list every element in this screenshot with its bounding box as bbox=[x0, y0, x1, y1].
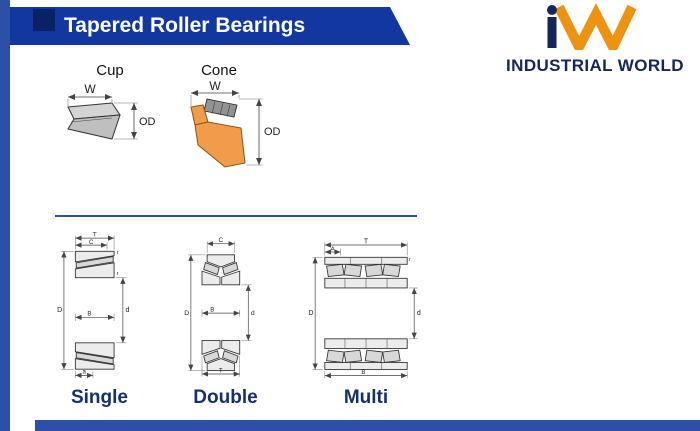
page-title: Tapered Roller Bearings bbox=[64, 14, 306, 37]
left-accent-strip bbox=[0, 0, 10, 431]
dim-r2: r bbox=[116, 271, 118, 277]
dim-B: B bbox=[361, 369, 365, 376]
cone-label: Cone bbox=[201, 62, 237, 79]
dim-d: d bbox=[125, 307, 129, 314]
cup-width-label: W bbox=[84, 82, 96, 96]
single-figure: T C D d B a r r Single bbox=[52, 230, 147, 409]
dim-D: D bbox=[184, 310, 189, 317]
banner-accent-square bbox=[33, 9, 55, 31]
company-logo: INDUSTRIAL WORLD bbox=[490, 2, 700, 76]
cup-front-face bbox=[67, 114, 121, 140]
cone-od-label: OD bbox=[264, 126, 281, 138]
cup-figure: Cup W OD bbox=[60, 62, 160, 178]
cup-diagram: W OD bbox=[67, 82, 156, 140]
dim-C: C bbox=[218, 237, 223, 244]
brand-name: INDUSTRIAL WORLD bbox=[506, 56, 684, 75]
type-label-multi: Multi bbox=[343, 387, 389, 408]
dim-r: r bbox=[409, 257, 411, 263]
bottom-accent-bar bbox=[35, 420, 700, 431]
dim-A: A bbox=[331, 246, 335, 252]
dim-D: D bbox=[57, 307, 62, 314]
cone-body bbox=[194, 121, 246, 168]
double-bearing-drawing: C D d B T bbox=[184, 237, 254, 377]
cup-label: Cup bbox=[96, 62, 124, 79]
multi-figure: T A D d B bbox=[306, 238, 426, 409]
dim-d: d bbox=[250, 310, 254, 317]
type-label-double: Double bbox=[193, 387, 258, 408]
double-figure: C D d B T Double bbox=[178, 236, 273, 409]
iw-logo-icon bbox=[547, 3, 637, 59]
type-label-single: Single bbox=[70, 387, 128, 408]
dim-B: B bbox=[87, 311, 91, 318]
dim-T: T bbox=[92, 231, 96, 238]
dim-a: a bbox=[82, 369, 86, 376]
dim-D: D bbox=[309, 310, 313, 317]
dim-C: C bbox=[88, 239, 93, 246]
dim-T: T bbox=[364, 238, 369, 245]
dim-T: T bbox=[219, 368, 223, 374]
section-divider bbox=[55, 215, 417, 217]
single-bearing-drawing: T C D d B a r r bbox=[57, 231, 129, 379]
cone-diagram: W OD bbox=[190, 79, 281, 168]
dim-d: d bbox=[417, 310, 421, 317]
multi-bearing-drawing: T A D d B bbox=[308, 238, 421, 379]
dim-r1: r bbox=[116, 250, 118, 256]
cone-width-label: W bbox=[209, 81, 221, 93]
dim-B: B bbox=[210, 307, 214, 313]
cup-od-label: OD bbox=[139, 116, 156, 128]
title-banner bbox=[10, 7, 410, 45]
cone-figure: Cone W OD bbox=[183, 62, 295, 186]
